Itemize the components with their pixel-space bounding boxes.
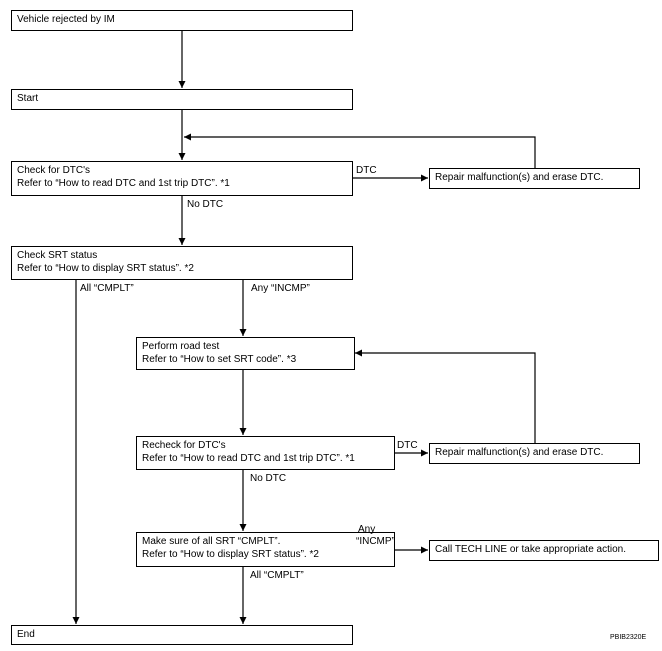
box-make-sure-srt-line2: Refer to “How to display SRT status”. *2 [142,549,319,560]
label-all-cmplt-2: All “CMPLT” [250,570,304,581]
box-check-srt-line1: Check SRT status [17,250,98,261]
box-recheck-dtc-line2: Refer to “How to read DTC and 1st trip D… [142,453,355,464]
box-make-sure-srt: Make sure of all SRT “CMPLT”. Refer to “… [136,532,395,567]
label-any-incmp-2-line2: “INCMP” [356,536,395,547]
box-road-test: Perform road test Refer to “How to set S… [136,337,355,370]
label-dtc-2: DTC [397,440,418,451]
box-start: Start [11,89,353,110]
box-end: End [11,625,353,645]
label-all-cmplt-1: All “CMPLT” [80,283,134,294]
box-tech-line-text: Call TECH LINE or take appropriate actio… [435,544,627,555]
figure-code: PBIB2320E [610,634,647,641]
box-check-dtc: Check for DTC's Refer to “How to read DT… [11,161,353,196]
box-repair-2-text: Repair malfunction(s) and erase DTC. [435,447,604,458]
box-vehicle-rejected-text: Vehicle rejected by IM [17,14,115,25]
box-end-text: End [17,629,35,640]
box-tech-line: Call TECH LINE or take appropriate actio… [429,540,659,561]
box-road-test-line1: Perform road test [142,341,220,352]
box-recheck-dtc-line1: Recheck for DTC's [142,440,226,451]
box-vehicle-rejected: Vehicle rejected by IM [11,10,353,31]
arrow-repair1-loop-back [184,133,536,168]
box-repair-1-text: Repair malfunction(s) and erase DTC. [435,172,604,183]
box-check-dtc-line1: Check for DTC's [17,165,91,176]
label-any-incmp-1: Any “INCMP” [251,283,310,294]
label-no-dtc-1: No DTC [187,199,224,210]
box-make-sure-srt-line1: Make sure of all SRT “CMPLT”. [142,536,281,547]
label-no-dtc-2: No DTC [250,473,287,484]
box-repair-1: Repair malfunction(s) and erase DTC. [429,168,640,189]
box-check-srt: Check SRT status Refer to “How to displa… [11,246,353,280]
box-road-test-line2: Refer to “How to set SRT code”. *3 [142,354,297,365]
box-check-srt-line2: Refer to “How to display SRT status”. *2 [17,263,194,274]
box-check-dtc-line2: Refer to “How to read DTC and 1st trip D… [17,178,230,189]
box-start-text: Start [17,93,39,104]
box-recheck-dtc: Recheck for DTC's Refer to “How to read … [136,436,395,470]
label-dtc-1: DTC [356,165,377,176]
arrow-repair2-loop-back [355,349,536,443]
box-repair-2: Repair malfunction(s) and erase DTC. [429,443,640,464]
label-any-incmp-2-line1: Any [358,524,376,535]
